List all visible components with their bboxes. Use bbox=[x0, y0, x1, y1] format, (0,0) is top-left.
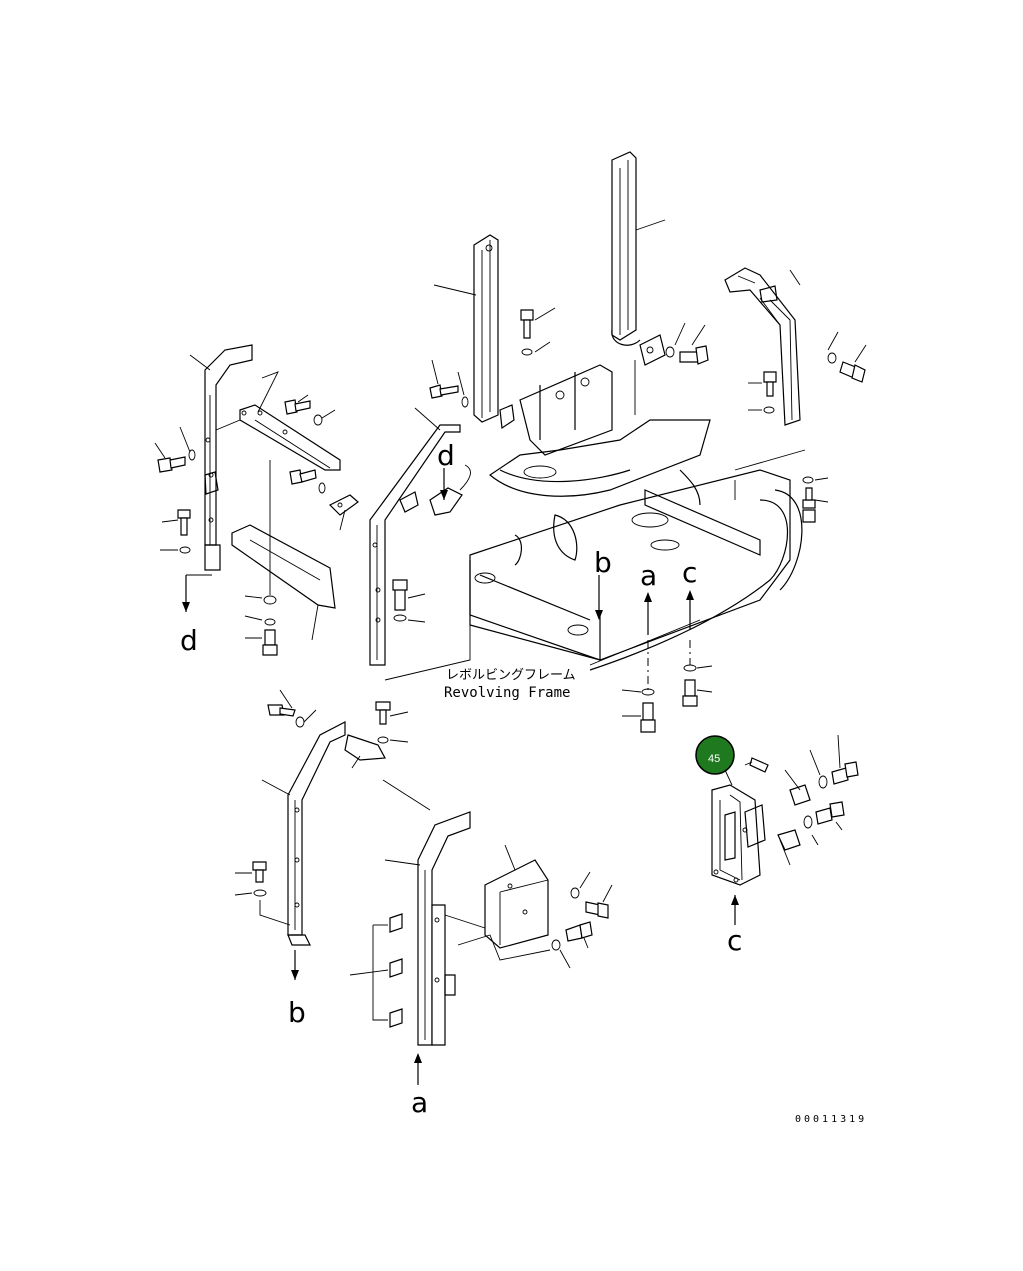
lower-center-post bbox=[349, 811, 613, 1085]
fasteners bbox=[392, 307, 867, 733]
center-posts bbox=[433, 151, 666, 430]
view-label-a-top: a bbox=[640, 559, 657, 592]
revolving-frame-body bbox=[384, 360, 806, 681]
view-label-d-left: d bbox=[180, 624, 198, 657]
left-upper-assembly bbox=[154, 344, 359, 656]
callout-badge-45[interactable]: 45 bbox=[695, 735, 735, 786]
detail-c-assembly bbox=[711, 734, 859, 925]
view-label-b-top: b bbox=[594, 546, 612, 579]
callout-badge-number: 45 bbox=[708, 753, 720, 765]
view-label-d-top: d bbox=[437, 439, 455, 472]
drawing-code: 00011319 bbox=[795, 1114, 867, 1125]
lower-left-post bbox=[234, 689, 431, 980]
left-front-post bbox=[369, 407, 471, 666]
view-label-b-bottom: b bbox=[288, 996, 306, 1029]
right-upper-post bbox=[724, 267, 801, 426]
view-label-c-top: c bbox=[682, 556, 697, 589]
view-label-c-right: c bbox=[727, 924, 742, 957]
frame-label-japanese: レボルビングフレーム bbox=[446, 668, 576, 683]
frame-label-english: Revolving Frame bbox=[444, 685, 570, 701]
callout-badge-circle bbox=[695, 735, 735, 775]
view-label-a-bottom: a bbox=[411, 1086, 428, 1119]
view-arrows-frame bbox=[440, 468, 701, 690]
